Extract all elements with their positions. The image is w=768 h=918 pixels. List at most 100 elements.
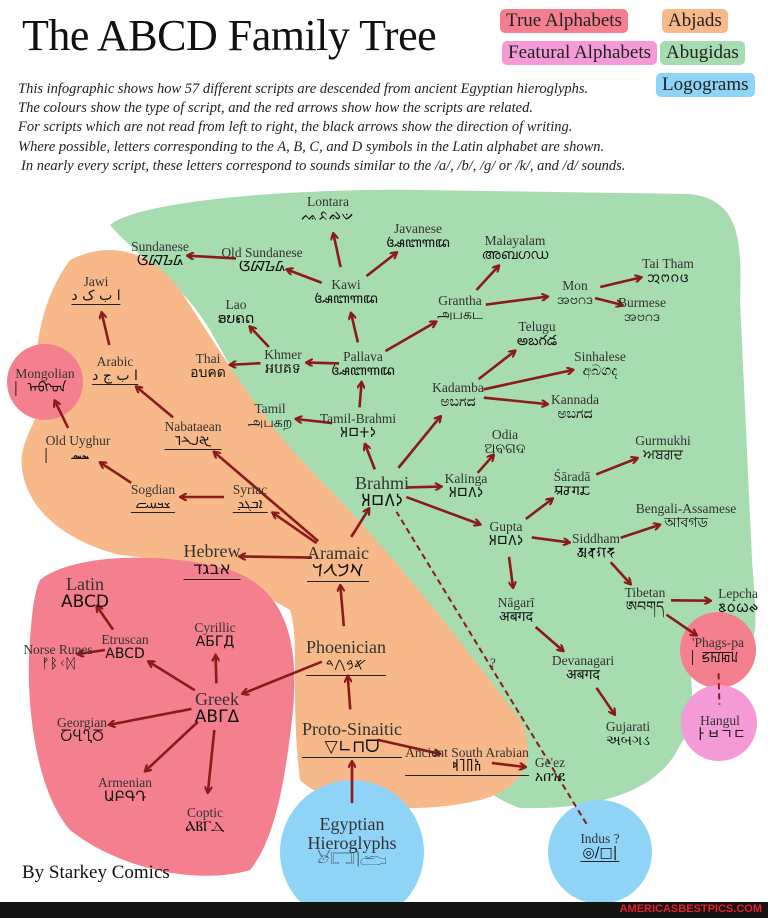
arrow-brahmi-to-kadamba (397, 417, 440, 469)
script-letters: အဗဂဒ (556, 292, 594, 309)
arrow-kadamba-to-kannada (483, 396, 547, 404)
script-letters: 𐼰𐼱𐼲𐼳 (130, 497, 176, 513)
arrow-aramaic-to-nabataean (214, 452, 320, 543)
arrow-kadamba-to-sinhalese (483, 370, 572, 391)
script-name: Egyptian Hieroglyphs (307, 814, 397, 853)
arrow-etruscan-to-latin (97, 606, 115, 631)
script-letters: ႠႡႢႣ (60, 729, 104, 746)
script-letters: 𑀅𑀩𑀓𑀤 (339, 425, 377, 442)
script-letters: 𐢀𐢃𐢄𐢅 (164, 434, 222, 450)
arrow-khmer-to-lao (250, 327, 270, 348)
intro-line: Where possible, letters corresponding to… (18, 138, 605, 155)
script-name: Kalinga (444, 471, 488, 486)
footer-bar: AMERICASBESTPICS.COM (0, 902, 768, 918)
arrow-tamilbrahmi-to-pallava (360, 383, 362, 408)
script-letters: அபகட (436, 307, 484, 324)
script-letters: អបគទ (265, 361, 301, 378)
arrow-gupta-to-nagari (507, 556, 513, 587)
script-name: Coptic (187, 805, 223, 820)
uncertain-mark: ? (490, 655, 496, 670)
script-letters: АБГД (195, 634, 235, 651)
arrow-sogdian-to-olduyghur (101, 463, 132, 484)
arrow-brahmi-to-tamilbrahmi (365, 445, 377, 470)
script-name: Telugu (518, 319, 556, 334)
script-name: Greek (195, 689, 239, 709)
script-letters: ਅਬਗਦ (643, 447, 683, 464)
script-letters: আবগড (664, 515, 708, 532)
script-name: Latin (66, 574, 104, 594)
arrow-kalinga-to-odia (476, 455, 494, 474)
legend-featural-alphabets: Featural Alphabets (502, 41, 657, 65)
credit: By Starkey Comics (22, 862, 170, 883)
script-letters: ܐܒܓܕ (232, 497, 268, 513)
script-letters: अबगद (565, 667, 600, 684)
arrow-mon-to-burmese (594, 296, 622, 305)
script-name: Devanagari (551, 653, 615, 668)
script-name: Sundanese (131, 239, 189, 254)
script-letters: ᩋᨻᨣᨴ (646, 270, 690, 287)
script-name: 'Phags-pa (692, 635, 744, 650)
script-name: Kannada (551, 392, 599, 407)
legend-abugidas: Abugidas (660, 41, 745, 65)
arrow-pallava-to-grantha (384, 322, 436, 353)
script-letters: ا ب ک د (71, 288, 121, 305)
script-letters: அபகற (247, 415, 293, 432)
watermark: AMERICASBESTPICS.COM (619, 903, 762, 915)
script-letters: אבגד (183, 560, 241, 580)
intro-line: In nearly every script, these letters co… (21, 157, 626, 174)
script-name: Etruscan (101, 632, 149, 647)
script-letters: ا ب ج د (92, 368, 138, 385)
arrow-aramaic-to-hebrew (240, 556, 313, 557)
script-name: Ge'ez (534, 755, 566, 770)
abugidas-region (110, 189, 756, 809)
arrow-oldsundanese-to-sundanese (188, 256, 237, 259)
script-name: Mongolian (15, 366, 75, 381)
script-name: Javanese (394, 221, 442, 236)
script-name: Jawi (83, 274, 109, 289)
script-node-indus: Indus ?|□/◎ (580, 831, 620, 862)
script-letters: ᰣᰓᰃᰊ (718, 600, 758, 617)
script-letters: ອບຄດ (217, 311, 255, 328)
legend-abjads: Abjads (662, 9, 728, 33)
arrow-brahmi-to-gupta (405, 495, 479, 524)
script-letters: အဗဂဒ (623, 309, 661, 326)
script-name: Hangul (700, 713, 740, 728)
script-name: Aramaic (307, 543, 369, 563)
script-name: Old Sundanese (221, 245, 303, 260)
script-letters: 𐤀𐤁𐤂𐤃 (306, 656, 386, 676)
script-name: Tamil (254, 401, 286, 416)
legend-logograms: Logograms (656, 73, 755, 97)
arrow-greek-to-etruscan (149, 662, 196, 692)
indus-circle (548, 800, 652, 904)
arrow-siddham-to-bengali (620, 525, 660, 540)
script-name: Mon (562, 278, 588, 293)
script-name: Nāgarī (497, 595, 535, 610)
script-name: Sinhalese (574, 349, 626, 364)
script-letters: ಅಬಗದ (440, 394, 476, 411)
arrow-asa-to-geez (491, 761, 525, 767)
script-name: Lao (225, 297, 247, 312)
